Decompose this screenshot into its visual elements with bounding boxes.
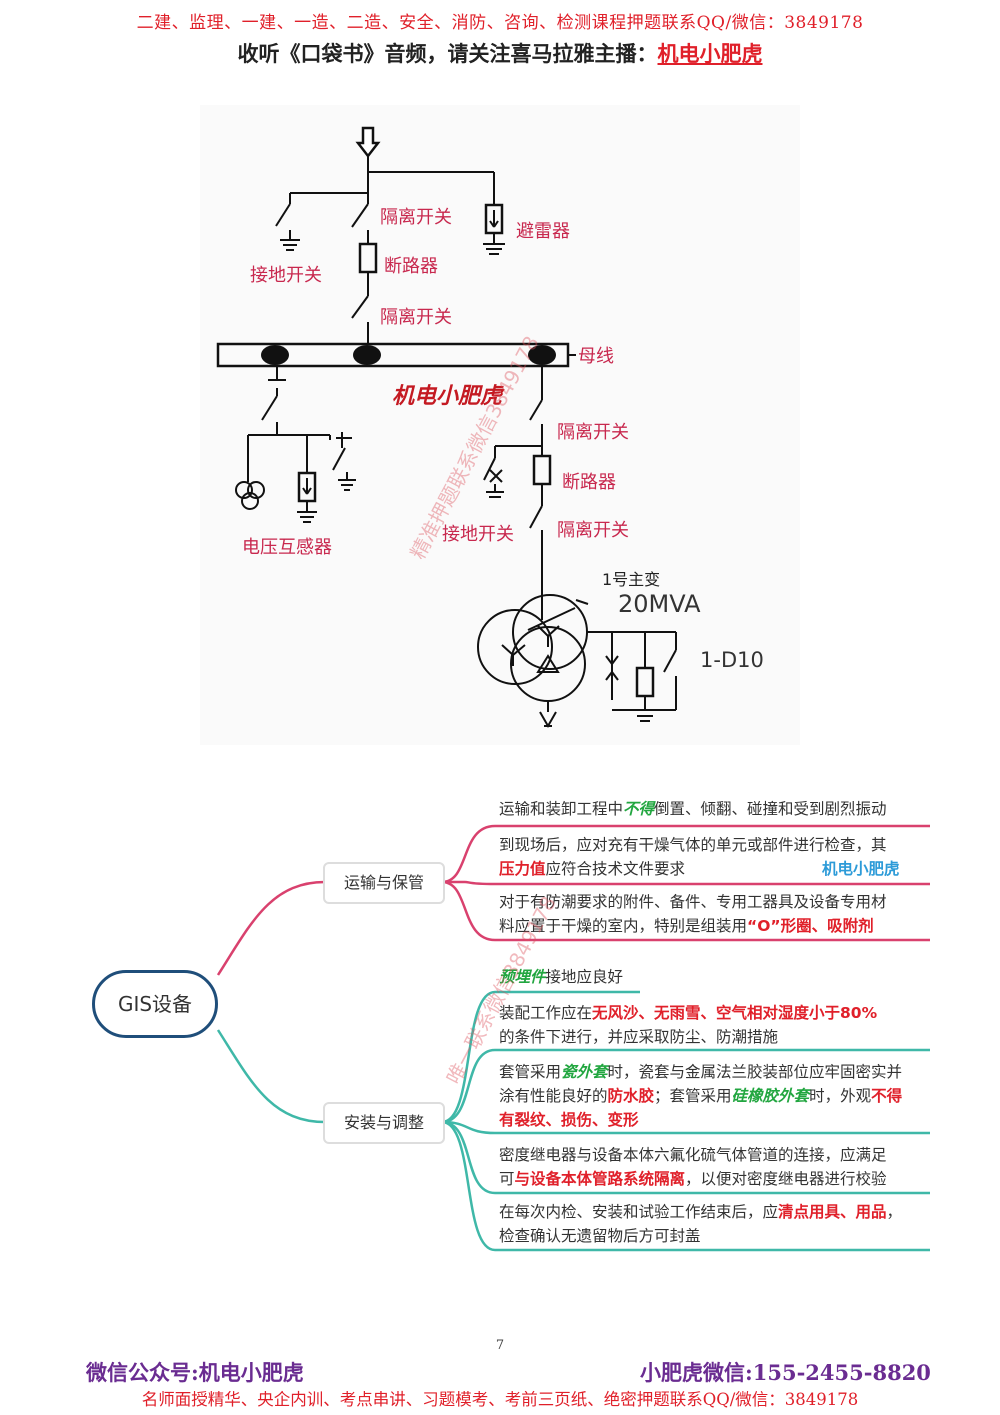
- branch-transport-storage: 运输与保管: [323, 862, 445, 904]
- single-line-diagram: [200, 105, 800, 745]
- leaf-highlight: 不得: [871, 1087, 903, 1105]
- leaf-install-1: 预埋件接地应良好: [499, 965, 623, 989]
- leaf-highlight: 硅橡胶外套: [731, 1087, 810, 1105]
- label-breaker-right: 断路器: [562, 472, 616, 493]
- label-breaker-top: 断路器: [384, 256, 438, 277]
- branch-install-adjust: 安装与调整: [323, 1102, 445, 1144]
- footer-wechat-account: 微信公众号:机电小肥虎: [86, 1360, 304, 1385]
- label-transformer-no: 1号主变: [602, 570, 661, 589]
- leaf-text: 涂有性能良好的: [499, 1087, 608, 1105]
- label-busbar: 母线: [578, 346, 614, 367]
- leaf-highlight: 防水胶: [607, 1087, 655, 1105]
- header-audio-prefix: 收听《口袋书》音频，请关注喜马拉雅主播：: [237, 41, 658, 66]
- label-transformer-rating: 20MVA: [618, 590, 701, 618]
- leaf-highlight: 与设备本体管路系统隔离: [514, 1170, 686, 1188]
- leaf-line: 套管采用瓷外套时，瓷套与金属法兰胶装部位应牢固密实并: [499, 1060, 902, 1084]
- leaf-text: 时，瓷套与金属法兰胶装部位应牢固密实并: [607, 1063, 903, 1081]
- header-host-link[interactable]: 机电小肥虎: [657, 41, 763, 66]
- label-isolator-top2: 隔离开关: [380, 307, 452, 328]
- leaf-highlight: 瓷外套: [561, 1063, 608, 1081]
- watermark-brand: 机电小肥虎: [392, 384, 503, 409]
- mindmap-connectors: [216, 824, 930, 1252]
- label-voltage-transformer: 电压互感器: [242, 537, 332, 558]
- leaf-text: 时，外观: [809, 1087, 872, 1105]
- header-audio-line: 收听《口袋书》音频，请关注喜马拉雅主播：机电小肥虎: [0, 38, 1000, 68]
- leaf-line: 的条件下进行，并应采取防尘、防潮措施: [499, 1028, 779, 1046]
- leaf-text: 在每次内检、安装和试验工作结束后，应: [499, 1203, 779, 1221]
- label-ground-switch-right: 接地开关: [442, 524, 514, 545]
- leaf-transport-3: 对于有防潮要求的附件、备件、专用工器具及设备专用材 料应置于干燥的室内，特别是组…: [499, 890, 887, 938]
- leaf-line: 到现场后，应对充有干燥气体的单元或部件进行检查，其: [499, 836, 887, 854]
- leaf-line: 装配工作应在无风沙、无雨雪、空气相对湿度小于80%: [499, 1001, 877, 1025]
- leaf-highlight: 压力值: [499, 860, 546, 878]
- leaf-highlight: 预埋件: [499, 968, 546, 986]
- leaf-line: 在每次内检、安装和试验工作结束后，应清点用具、用品，: [499, 1200, 902, 1224]
- leaf-brand-tag: 机电小肥虎: [822, 860, 900, 878]
- leaf-text: ，: [886, 1203, 903, 1221]
- leaf-text: ；套管采用: [654, 1087, 732, 1105]
- label-transformer-id: 1-D10: [700, 648, 764, 672]
- leaf-line: 料应置于干燥的室内，特别是组装用“O”形圈、吸附剂: [499, 914, 887, 938]
- leaf-line: 密度继电器与设备本体六氟化硫气体管道的连接，应满足: [499, 1146, 887, 1164]
- leaf-text: 装配工作应在: [499, 1004, 593, 1022]
- label-isolator-right1: 隔离开关: [557, 422, 629, 443]
- leaf-install-2: 装配工作应在无风沙、无雨雪、空气相对湿度小于80% 的条件下进行，并应采取防尘、…: [499, 1001, 877, 1049]
- leaf-text: 倒置、倾翻、碰撞和受到剧烈振动: [654, 800, 887, 818]
- label-isolator-right2: 隔离开关: [557, 520, 629, 541]
- leaf-line: 有裂纹、损伤、变形: [499, 1108, 902, 1132]
- header-promo-line: 二建、监理、一建、一造、二造、安全、消防、咨询、检测课程押题联系QQ/微信：38…: [136, 13, 864, 33]
- leaf-install-4: 密度继电器与设备本体六氟化硫气体管道的连接，应满足 可与设备本体管路系统隔离，以…: [499, 1143, 887, 1191]
- leaf-line: 压力值应符合技术文件要求: [499, 857, 887, 881]
- page-number: 7: [495, 1338, 505, 1353]
- label-ground-switch-top: 接地开关: [250, 265, 322, 286]
- leaf-highlight: 不得: [623, 800, 655, 818]
- leaf-text: 接地应良好: [545, 968, 624, 986]
- mindmap-root-gis: GIS设备: [92, 970, 218, 1038]
- label-isolator-top1: 隔离开关: [380, 207, 452, 228]
- leaf-highlight: 清点用具、用品: [778, 1203, 887, 1221]
- leaf-text: 应符合技术文件要求: [545, 860, 686, 878]
- leaf-text: 运输和装卸工程中: [499, 800, 624, 818]
- leaf-highlight: 有裂纹、损伤、变形: [499, 1111, 639, 1129]
- footer-promo-line: 名师面授精华、央企内训、考点串讲、习题模考、考前三页纸、绝密押题联系QQ/微信：…: [141, 1390, 859, 1409]
- leaf-text: 套管采用: [499, 1063, 562, 1081]
- leaf-highlight: 无风沙、无雨雪、空气相对湿度小于80%: [592, 1004, 878, 1022]
- leaf-install-3: 套管采用瓷外套时，瓷套与金属法兰胶装部位应牢固密实并 涂有性能良好的防水胶；套管…: [499, 1060, 902, 1132]
- diagram-lines: [216, 126, 677, 729]
- leaf-highlight: “O”形圈、吸附剂: [747, 917, 874, 935]
- leaf-transport-1: 运输和装卸工程中不得倒置、倾翻、碰撞和受到剧烈振动: [499, 797, 887, 821]
- leaf-line: 涂有性能良好的防水胶；套管采用硅橡胶外套时，外观不得: [499, 1084, 902, 1108]
- leaf-line: 可与设备本体管路系统隔离，以便对密度继电器进行校验: [499, 1167, 887, 1191]
- footer-wechat-contact: 小肥虎微信:155-2455-8820: [640, 1360, 931, 1385]
- leaf-line: 对于有防潮要求的附件、备件、专用工器具及设备专用材: [499, 893, 887, 911]
- leaf-install-5: 在每次内检、安装和试验工作结束后，应清点用具、用品， 检查确认无遗留物后方可封盖: [499, 1200, 902, 1248]
- leaf-transport-2: 到现场后，应对充有干燥气体的单元或部件进行检查，其 压力值应符合技术文件要求: [499, 833, 887, 881]
- label-arrester: 避雷器: [516, 221, 570, 242]
- leaf-line: 检查确认无遗留物后方可封盖: [499, 1227, 701, 1245]
- leaf-text: 可: [499, 1170, 515, 1188]
- leaf-text: ，以便对密度继电器进行校验: [685, 1170, 887, 1188]
- leaf-text: 料应置于干燥的室内，特别是组装用: [499, 917, 748, 935]
